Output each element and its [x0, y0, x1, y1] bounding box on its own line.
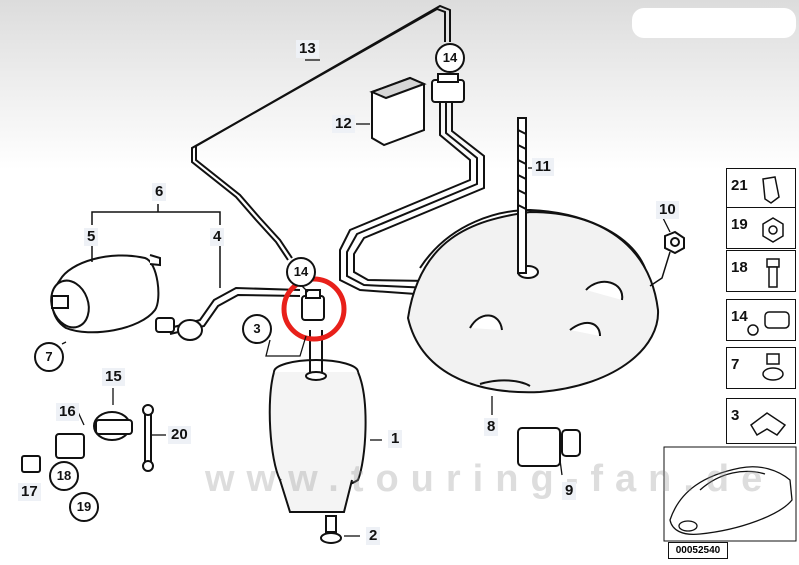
- valve-connector: [431, 73, 465, 103]
- air-line-13: [191, 4, 451, 261]
- clip-icon: [762, 176, 780, 204]
- nut-10: [664, 230, 685, 255]
- callout-14-strut: 14: [286, 257, 316, 287]
- relay-9: [517, 427, 581, 467]
- valve-icon: [747, 311, 790, 336]
- compressor-8: [406, 208, 660, 394]
- clamp-icon: [750, 412, 787, 437]
- screw-2: [320, 515, 342, 544]
- document-number: 00052540: [668, 542, 728, 559]
- callout-18: 18: [49, 461, 79, 491]
- legend-item-19: 19: [726, 207, 796, 249]
- plug-icon: [762, 353, 784, 381]
- callout-14-top: 14: [435, 43, 465, 73]
- part-label-12: 12: [332, 115, 355, 133]
- part-label-15: 15: [102, 368, 125, 386]
- car-outline: [663, 446, 797, 542]
- legend-item-21: 21: [726, 168, 796, 210]
- part-label-20: 20: [168, 426, 191, 444]
- part-label-6: 6: [152, 183, 167, 201]
- height-sensor: [21, 404, 154, 473]
- legend-item-18: 18: [726, 250, 796, 292]
- legend-item-14: 14: [726, 299, 796, 341]
- callout-19: 19: [69, 492, 99, 522]
- relay-12: [369, 76, 427, 147]
- air-spring-1: [268, 330, 367, 513]
- legend-item-7: 7: [726, 347, 796, 389]
- valve-14-strut: [301, 289, 325, 321]
- part-label-9: 9: [562, 482, 577, 500]
- bolt-icon: [766, 258, 780, 288]
- part-label-10: 10: [656, 201, 679, 219]
- legend-item-3: 3: [726, 398, 796, 444]
- part-label-11: 11: [532, 158, 554, 176]
- part-label-1: 1: [388, 430, 403, 448]
- part-label-8: 8: [484, 418, 499, 436]
- part-label-2: 2: [366, 527, 381, 545]
- part-label-4: 4: [210, 228, 225, 246]
- hex-nut-icon: [762, 217, 784, 243]
- watermark: www.touring-fan.de: [205, 458, 775, 500]
- line-fitting: [155, 317, 203, 341]
- part-label-13: 13: [296, 40, 319, 58]
- part-label-5: 5: [84, 228, 99, 246]
- bracket-6: [91, 211, 221, 225]
- part-label-17: 17: [18, 483, 41, 501]
- air-lines-pump: [339, 100, 485, 296]
- redaction-box: [632, 8, 796, 38]
- part-label-16: 16: [56, 403, 79, 421]
- callout-3: 3: [242, 314, 272, 344]
- reservoir-5: [50, 254, 161, 334]
- stud-11: [517, 117, 527, 274]
- callout-7: 7: [34, 342, 64, 372]
